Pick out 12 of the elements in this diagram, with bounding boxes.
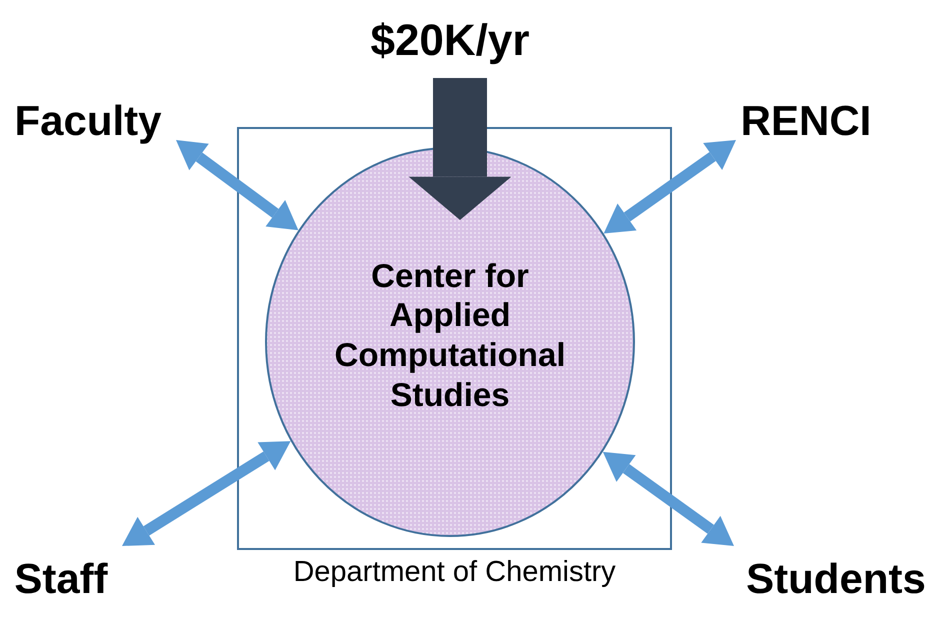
staff-label: Staff [6, 550, 116, 608]
renci-label: RENCI [738, 92, 874, 150]
department-caption: Department of Chemistry [293, 556, 616, 589]
students-label: Students [736, 550, 936, 608]
double-arrow [602, 452, 734, 546]
double-arrow [604, 140, 736, 234]
faculty-label: Faculty [6, 92, 170, 150]
double-arrow [122, 441, 291, 546]
double-arrow [176, 140, 298, 230]
center-circle [265, 147, 635, 537]
center-name: Center for Applied Computational Studies [334, 256, 566, 414]
amount-label: $20K/yr [355, 12, 545, 70]
